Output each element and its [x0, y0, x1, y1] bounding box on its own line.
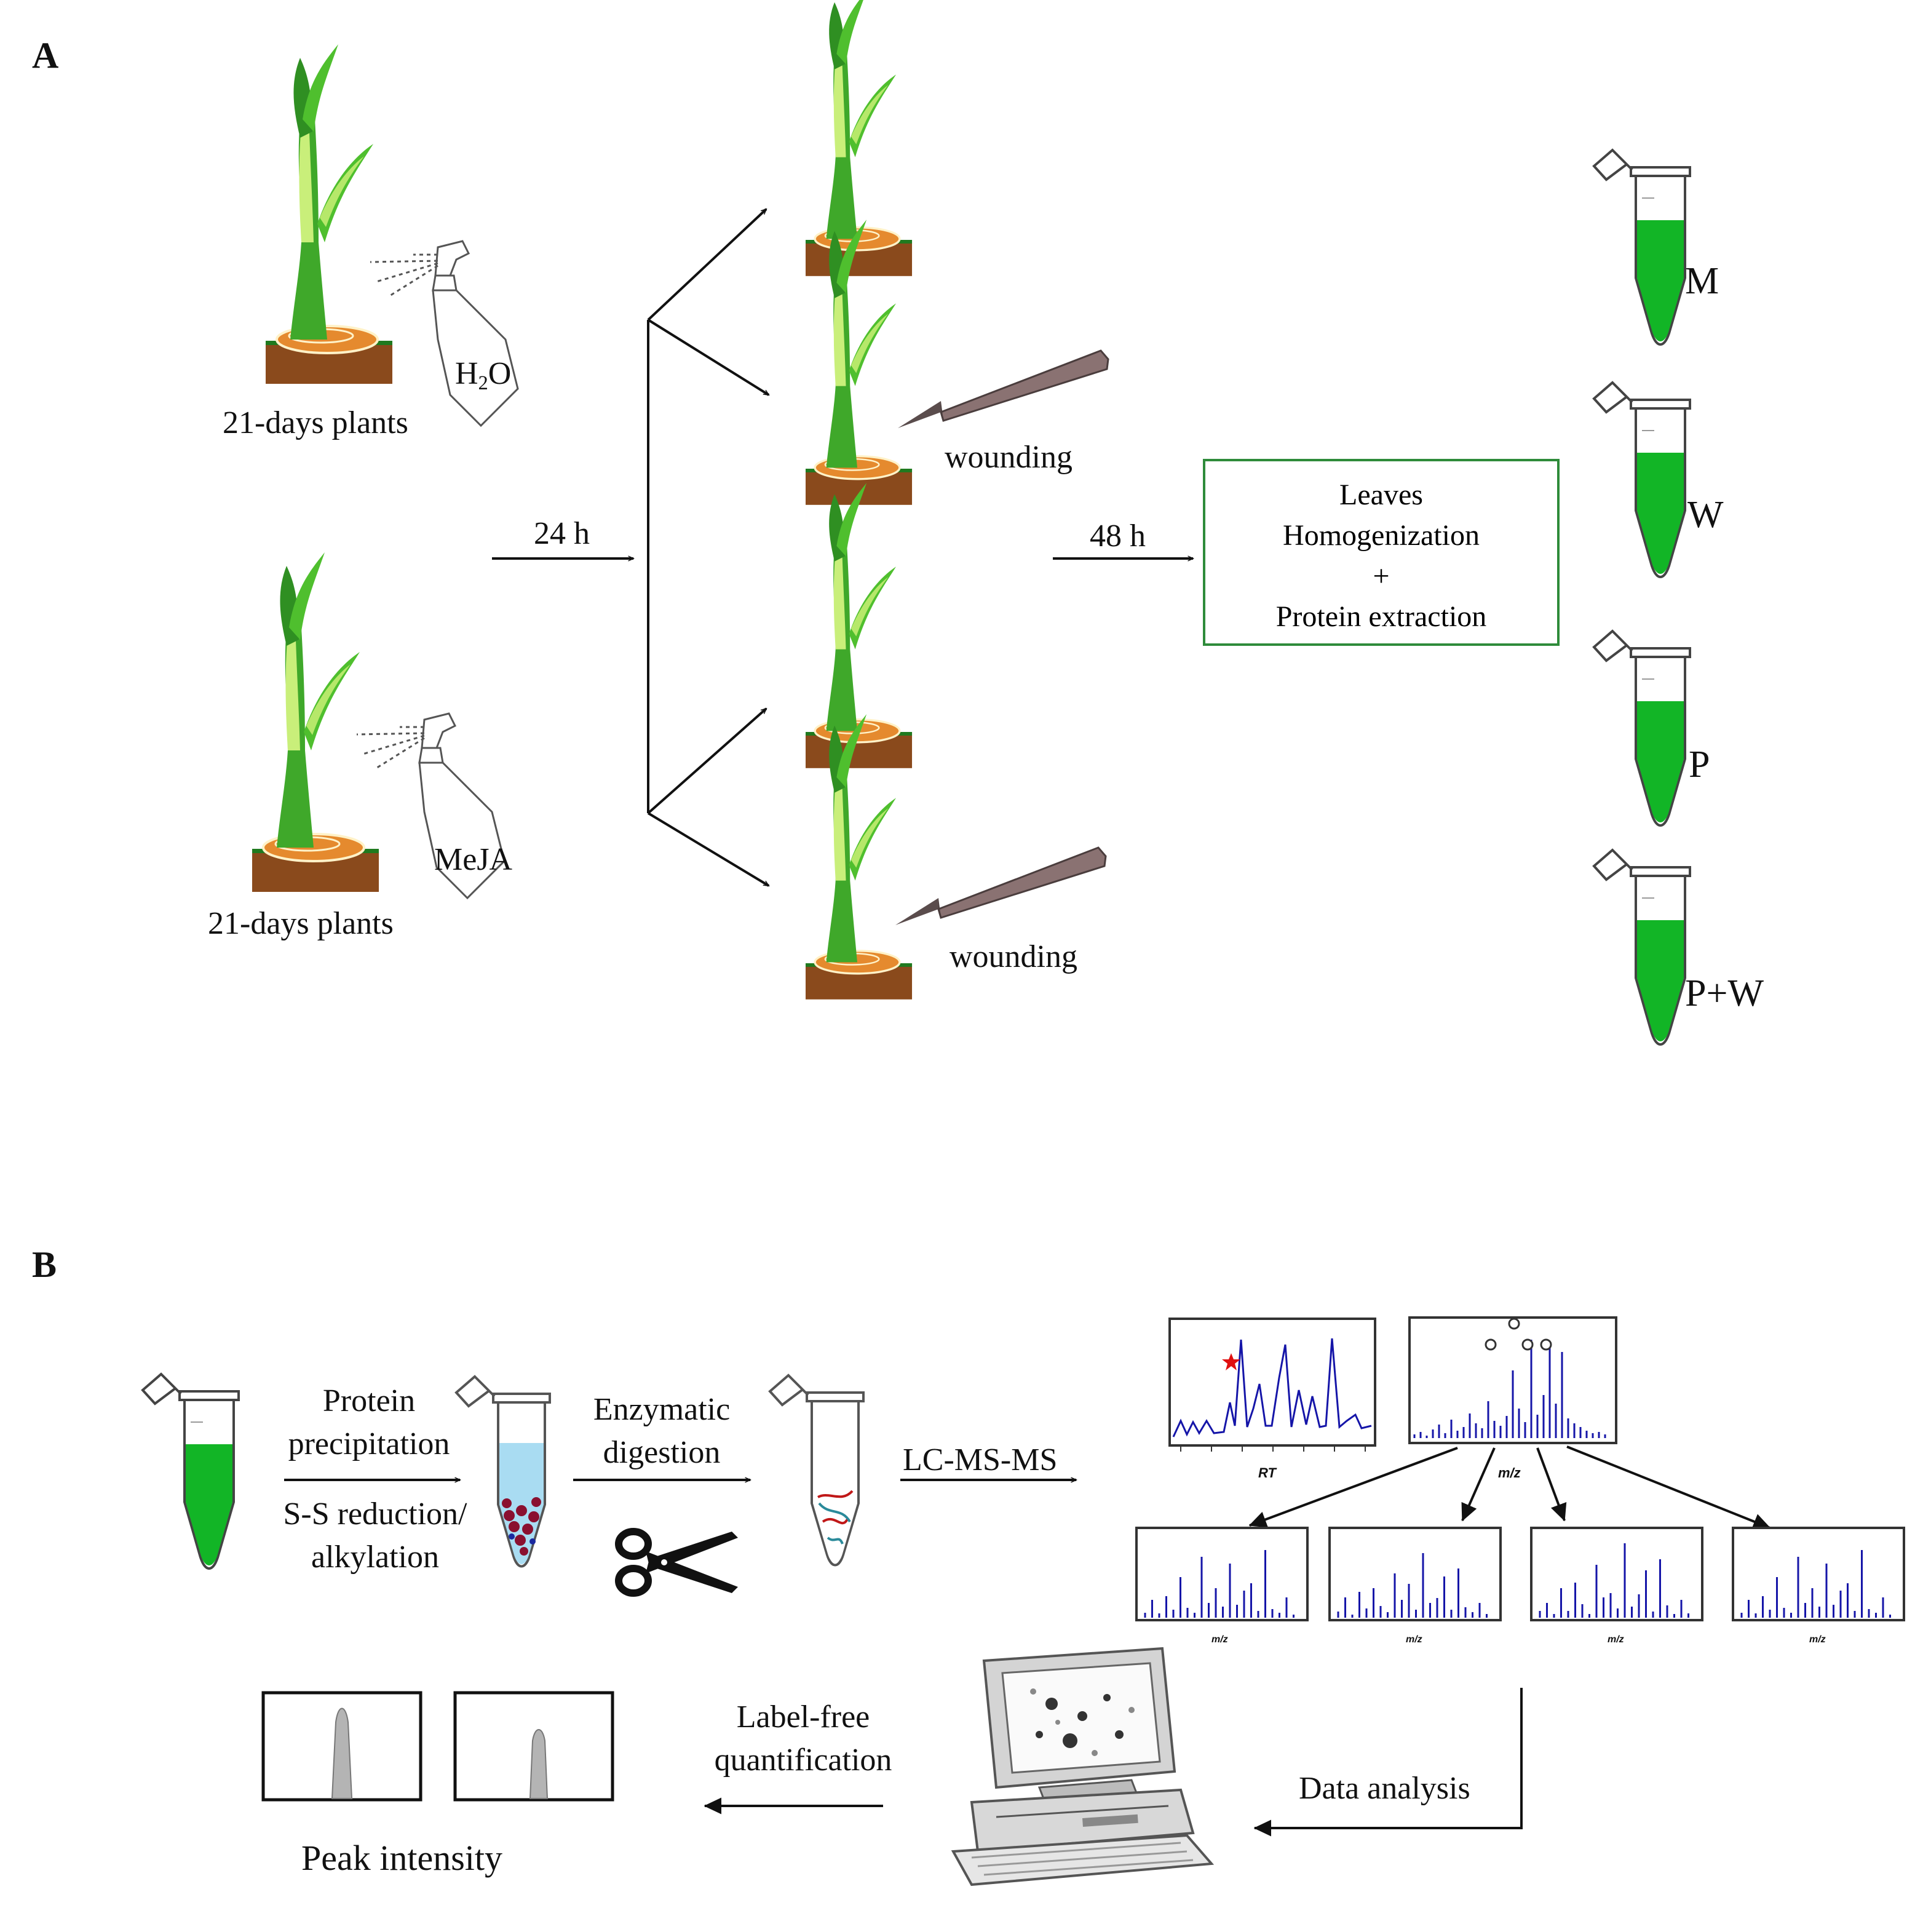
ms2-spectrum-3 — [1530, 1527, 1703, 1621]
h2o-label-prefix: H — [455, 356, 478, 391]
ms2-x-label-2: m/z — [1406, 1634, 1422, 1645]
wounding-label-1: wounding — [945, 440, 1073, 475]
panel-b-arrows — [284, 1445, 1771, 1837]
spray-bottle-h2o-icon — [369, 240, 519, 427]
plant-meja — [251, 551, 380, 893]
ms1-x-label: m/z — [1498, 1465, 1521, 1481]
step-precipitation-line2: precipitation — [288, 1426, 450, 1461]
peak-intensity-label: Peak intensity — [301, 1838, 503, 1878]
plant-h2o — [264, 43, 394, 385]
h2o-label-sub: 2 — [478, 372, 488, 394]
tube-pw-icon — [1593, 849, 1691, 1046]
star-icon — [1222, 1353, 1240, 1370]
tube-label-p: P — [1689, 744, 1710, 785]
label-free-line1: Label-free — [736, 1699, 870, 1735]
chromatogram — [1168, 1318, 1376, 1452]
homogenization-box: Leaves Homogenization + Protein extracti… — [1203, 459, 1560, 646]
meja-label: MeJA — [434, 842, 513, 877]
step-reduction-line1: S-S reduction/ — [283, 1497, 467, 1532]
data-analysis-label: Data analysis — [1299, 1771, 1470, 1806]
tube-precipitate-icon — [454, 1375, 551, 1568]
label-free-line2: quantification — [714, 1743, 892, 1778]
h2o-label: H2O — [455, 356, 512, 394]
panel-b-label: B — [32, 1244, 57, 1285]
needle-icon-bottom — [894, 846, 1107, 926]
tube-p-icon — [1593, 630, 1691, 827]
peak-box-2 — [453, 1691, 614, 1802]
wounding-label-2: wounding — [950, 939, 1077, 974]
needle-icon-top — [897, 349, 1109, 429]
chrom-x-label: RT — [1258, 1465, 1276, 1481]
ms2-x-label-4: m/z — [1809, 1634, 1826, 1645]
peak-box-1 — [261, 1691, 422, 1802]
ms1-spectrum — [1408, 1316, 1617, 1444]
tube-sample-icon — [141, 1373, 240, 1570]
ms2-spectrum-4 — [1732, 1527, 1905, 1621]
panel-a-label: A — [32, 35, 59, 76]
scissors-icon — [615, 1528, 738, 1597]
step-reduction-line2: alkylation — [311, 1540, 439, 1575]
tube-digest-icon — [768, 1373, 865, 1567]
ms2-spectrum-2 — [1328, 1527, 1502, 1621]
step-digestion-line1: Enzymatic — [593, 1392, 731, 1427]
ms2-spectrum-1 — [1135, 1527, 1309, 1621]
tube-w-icon — [1593, 381, 1691, 578]
h2o-label-suffix: O — [488, 356, 512, 391]
tube-m-icon — [1593, 149, 1691, 346]
lcms-label: LC-MS-MS — [903, 1442, 1058, 1477]
time-48h-label: 48 h — [1090, 519, 1146, 554]
time-24h-label: 24 h — [534, 516, 590, 551]
tube-label-w: W — [1687, 494, 1724, 536]
box-line-homogenization: Homogenization — [1283, 519, 1480, 552]
ms2-x-label-3: m/z — [1608, 1634, 1624, 1645]
panel-a-arrows — [492, 209, 1193, 887]
box-line-plus: + — [1373, 560, 1390, 592]
step-digestion-line2: digestion — [603, 1435, 721, 1470]
computer-icon — [951, 1647, 1215, 1886]
tube-label-pw: P+W — [1685, 972, 1764, 1014]
box-line-leaves: Leaves — [1339, 479, 1423, 511]
ms2-x-label-1: m/z — [1211, 1634, 1228, 1645]
box-line-protein-extraction: Protein extraction — [1275, 600, 1487, 633]
tube-label-m: M — [1685, 260, 1719, 302]
plants-label-bottom: 21-days plants — [208, 906, 394, 941]
step-precipitation-line1: Protein — [322, 1383, 416, 1418]
plants-label-top: 21-days plants — [223, 405, 408, 440]
